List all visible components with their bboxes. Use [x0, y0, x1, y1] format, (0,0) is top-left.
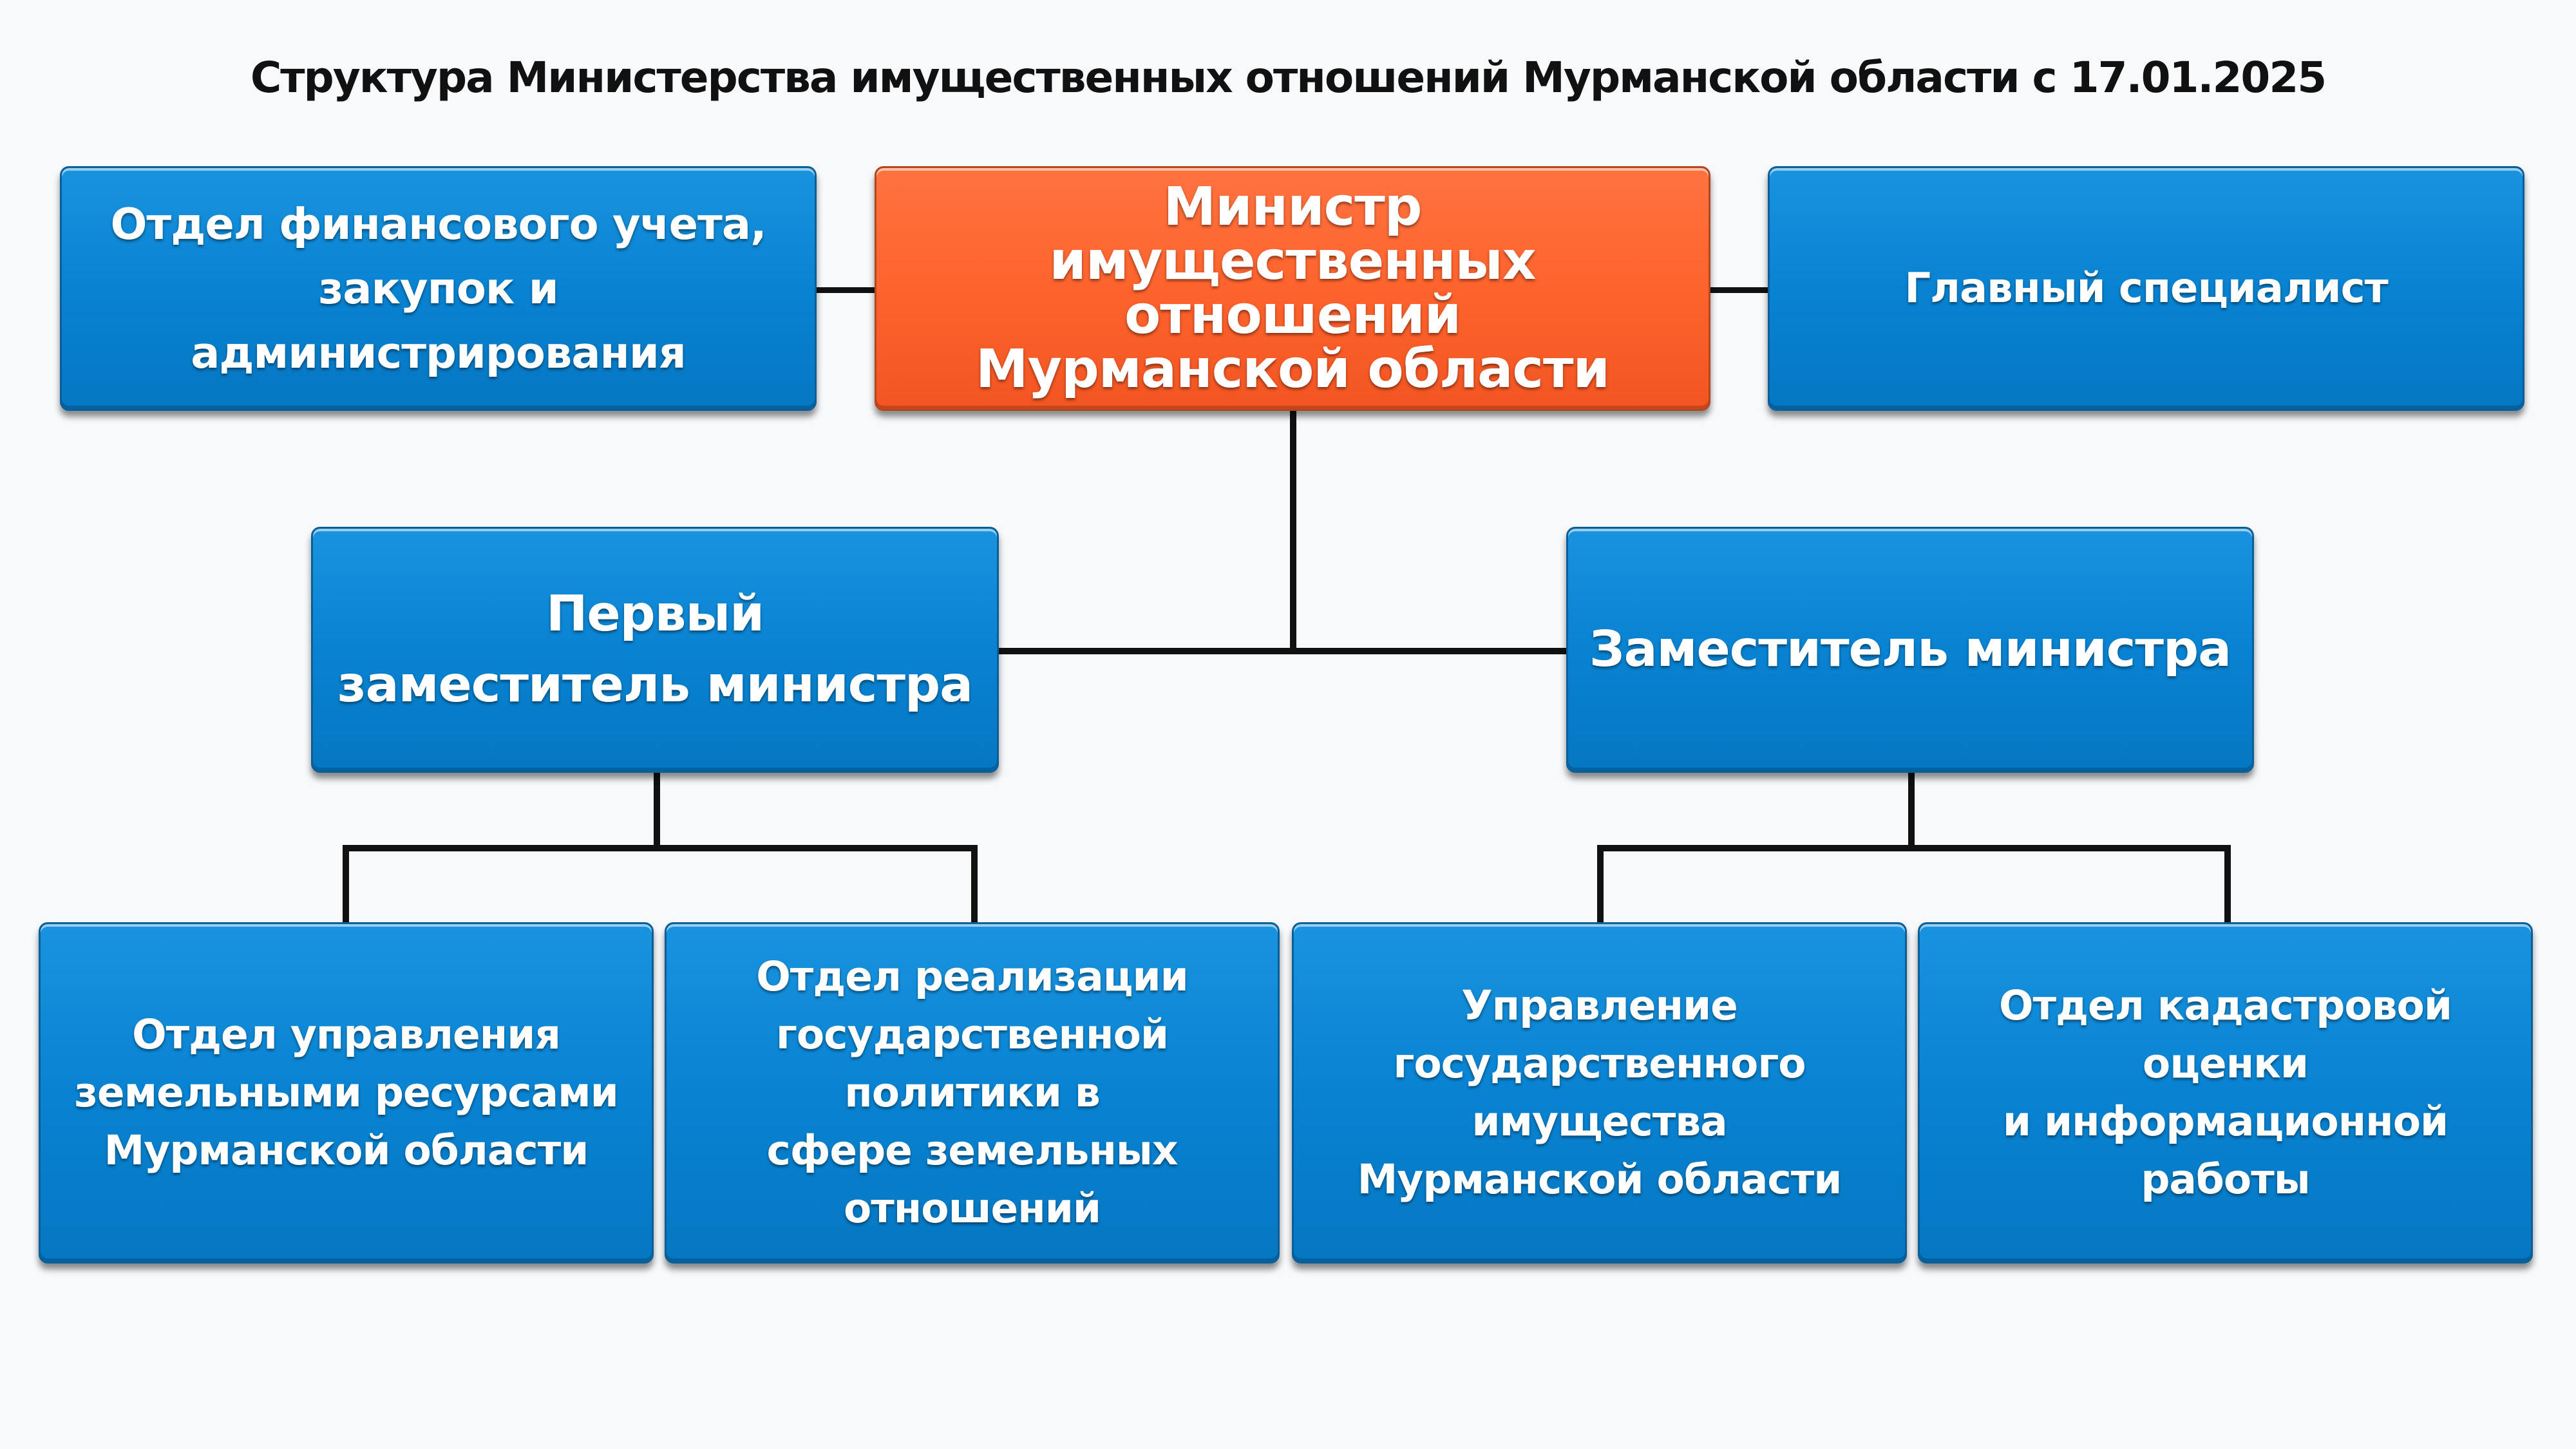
connector-cadastral-drop — [2224, 845, 2231, 922]
chart-title: Структура Министерства имущественных отн… — [250, 53, 2327, 102]
cadastral-dept-box: Отдел кадастровой оценки и информационно… — [1918, 922, 2533, 1264]
minister-label: Министр имущественных отношений Мурманск… — [976, 176, 1610, 400]
state-property-dept-label: Управление государственного имущества Му… — [1357, 982, 1842, 1203]
connector-first-deputy-branch — [343, 845, 978, 851]
connector-minister-finance — [815, 287, 877, 293]
connector-state-property-drop — [1597, 845, 1604, 922]
chief-specialist-label: Главный специалист — [1904, 265, 2388, 312]
land-resources-dept-label: Отдел управления земельными ресурсами Му… — [74, 1011, 618, 1174]
connector-minister-down — [1290, 410, 1296, 654]
connector-deputy-branch — [1597, 845, 2231, 851]
connector-land-policy-drop — [971, 845, 978, 922]
land-resources-dept-box: Отдел управления земельными ресурсами Му… — [39, 922, 654, 1264]
finance-dept-box: Отдел финансового учета, закупок и админ… — [60, 166, 817, 411]
connector-deputy-down — [1908, 770, 1915, 850]
chief-specialist-box: Главный специалист — [1768, 166, 2524, 411]
deputy-label: Заместитель министра — [1589, 621, 2231, 678]
cadastral-dept-label: Отдел кадастровой оценки и информационно… — [1999, 982, 2452, 1203]
state-property-dept-box: Управление государственного имущества Му… — [1292, 922, 1907, 1264]
land-policy-dept-box: Отдел реализации государственной политик… — [665, 922, 1280, 1264]
deputy-box: Заместитель министра — [1566, 527, 2254, 773]
connector-land-resources-drop — [343, 845, 349, 922]
finance-dept-label: Отдел финансового учета, закупок и админ… — [110, 199, 766, 378]
land-policy-dept-label: Отдел реализации государственной политик… — [756, 953, 1188, 1232]
first-deputy-label: Первый заместитель министра — [337, 585, 973, 714]
first-deputy-box: Первый заместитель министра — [311, 527, 999, 773]
connector-first-deputy-down — [654, 770, 660, 850]
connector-minister-specialist — [1708, 287, 1770, 293]
minister-box: Министр имущественных отношений Мурманск… — [875, 166, 1710, 411]
connector-deputies-horizontal — [996, 648, 1569, 654]
